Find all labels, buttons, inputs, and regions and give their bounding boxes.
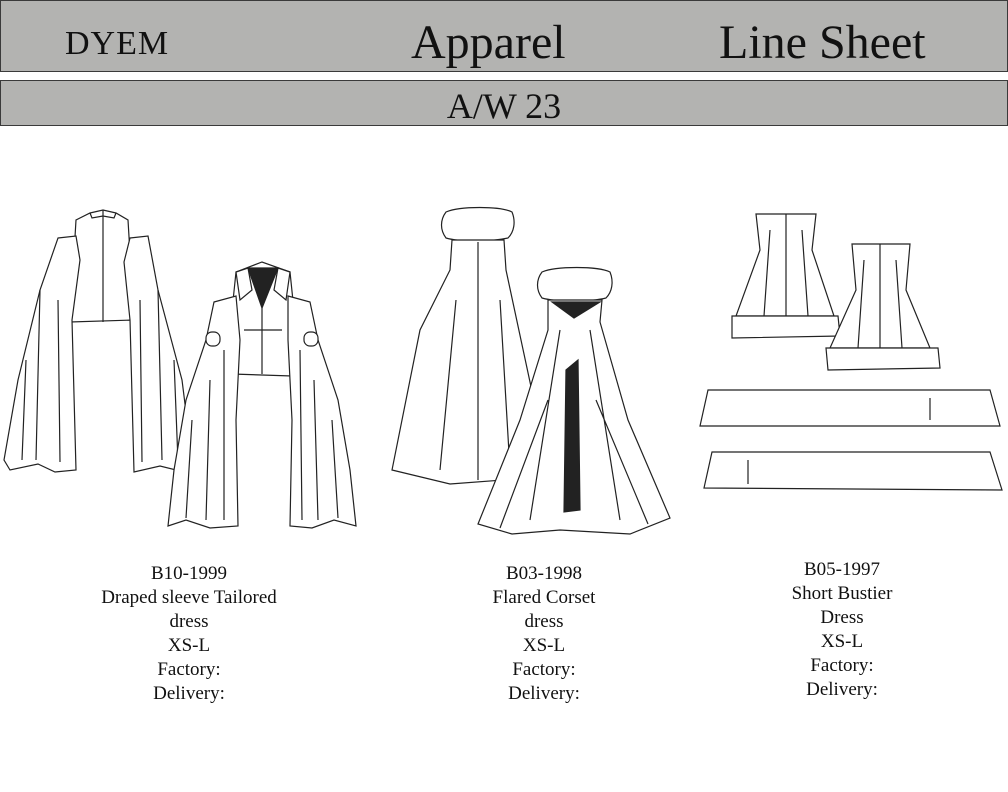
header-bar: DYEM Apparel Line Sheet xyxy=(0,0,1008,72)
item-factory: Factory: xyxy=(810,655,874,676)
season-bar: A/W 23 xyxy=(0,80,1008,126)
item-delivery: Delivery: xyxy=(508,683,580,704)
sketch-b03-back xyxy=(391,206,537,485)
sketch-b05-front xyxy=(825,243,941,371)
title-apparel: Apparel xyxy=(411,16,566,69)
flat-sketches xyxy=(3,206,1003,535)
brand-name: DYEM xyxy=(65,25,170,62)
item-sizes: XS-L xyxy=(522,635,566,656)
item-name-cont: dress xyxy=(169,611,209,632)
item-delivery: Delivery: xyxy=(153,683,225,704)
season-label: A/W 23 xyxy=(446,86,562,126)
item-sizes: XS-L xyxy=(820,631,864,652)
item-caption-b10: B10-1999 Draped sleeve Tailored dress XS… xyxy=(59,562,319,706)
item-name: Flared Corset xyxy=(492,587,596,608)
item-code: B05-1997 xyxy=(804,559,880,580)
item-delivery: Delivery: xyxy=(806,679,878,700)
item-factory: Factory: xyxy=(157,659,221,680)
sketch-b03-front xyxy=(477,266,671,535)
sketch-b05-skirt-panels xyxy=(699,389,1003,491)
item-sizes: XS-L xyxy=(167,635,211,656)
title-line-sheet: Line Sheet xyxy=(719,16,926,69)
sketch-b10-front xyxy=(167,261,357,529)
sketch-b10-back xyxy=(3,209,193,473)
item-code: B03-1998 xyxy=(506,563,582,584)
item-name-cont: dress xyxy=(524,611,564,632)
item-name: Draped sleeve Tailored xyxy=(101,587,277,608)
item-factory: Factory: xyxy=(512,659,576,680)
item-name: Short Bustier xyxy=(791,583,893,604)
item-name-cont: Dress xyxy=(820,607,864,628)
item-caption-b05: B05-1997 Short Bustier Dress XS-L Factor… xyxy=(712,558,972,702)
item-caption-b03: B03-1998 Flared Corset dress XS-L Factor… xyxy=(414,562,674,706)
item-code: B10-1999 xyxy=(151,563,227,584)
sketch-b05-back xyxy=(731,213,841,339)
